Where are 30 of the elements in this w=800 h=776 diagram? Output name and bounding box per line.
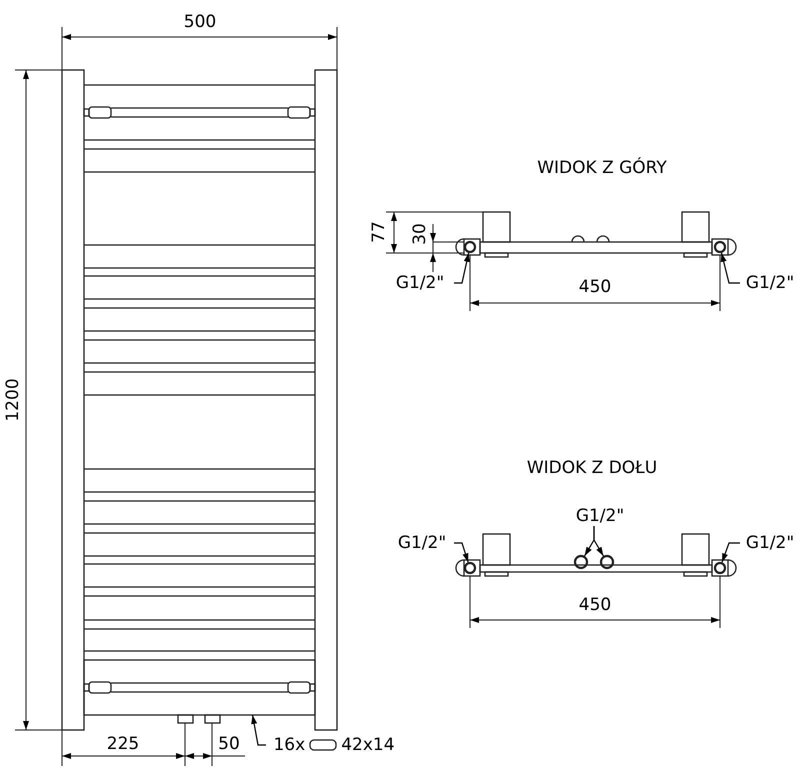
leader-line [454, 542, 469, 562]
bottom-tube [83, 659, 316, 716]
dimension-value: 500 [184, 12, 216, 32]
pipe-connection [600, 554, 614, 570]
dimension-value: 225 [106, 734, 140, 754]
view-title: WIDOK Z GÓRY [537, 158, 667, 178]
dimension-value: 50 [218, 734, 240, 754]
thread-size-label: G1/2" [390, 533, 454, 553]
quantity-label: 16x [273, 735, 306, 755]
pipe-connection [714, 562, 726, 574]
pipe-connection [464, 240, 476, 254]
leader-line [720, 252, 740, 284]
leader-line [721, 542, 740, 563]
pipe-connection [714, 240, 726, 254]
leader-line [251, 714, 266, 746]
dimension-value: 1200 [3, 378, 23, 422]
pipe-connection [574, 554, 588, 570]
tube-size-label: 42x14 [341, 735, 395, 755]
dimension-value: 30 [410, 223, 430, 245]
thread-size-label: G1/2" [740, 533, 800, 553]
leader-line [454, 252, 470, 284]
thread-size-label: G1/2" [386, 273, 454, 293]
leader-line [593, 526, 604, 556]
thread-size-label: G1/2" [568, 506, 632, 526]
pipe-connection [464, 562, 476, 574]
dimension-value: 77 [369, 221, 389, 243]
dimension-value: 450 [578, 277, 612, 297]
dimension-value: 450 [578, 595, 612, 615]
thread-size-label: G1/2" [740, 273, 800, 293]
view-title: WIDOK Z DOŁU [526, 458, 658, 478]
